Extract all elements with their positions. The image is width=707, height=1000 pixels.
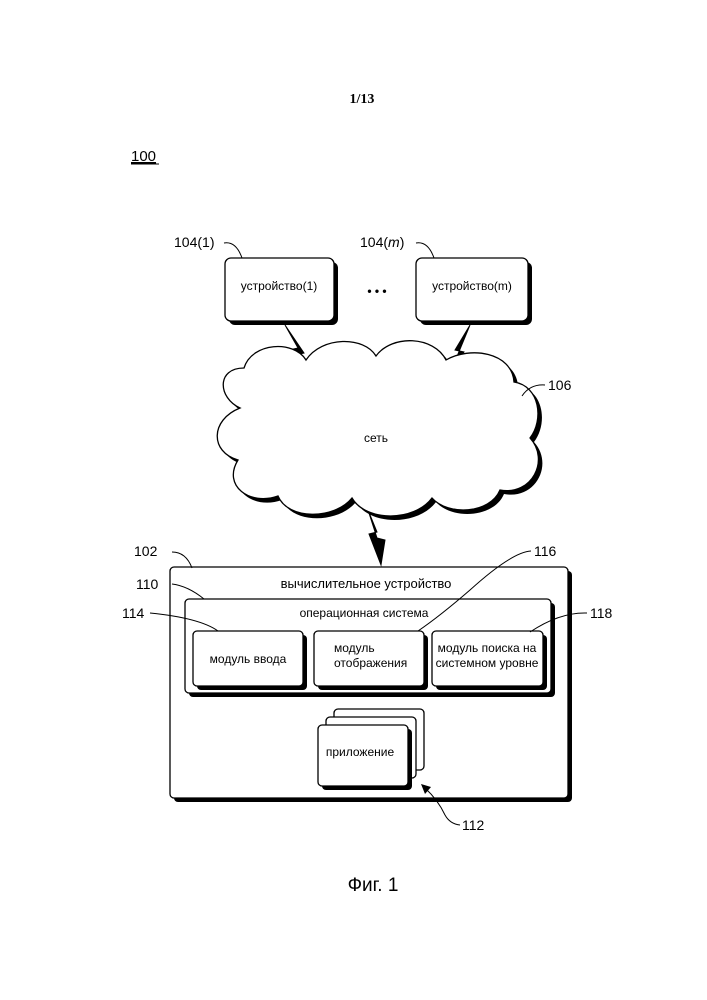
device-m-leader — [416, 243, 434, 258]
display-module-ref: 116 — [534, 543, 557, 559]
network-cloud: сеть — [217, 341, 542, 520]
input-module-ref: 114 — [122, 605, 145, 621]
display-module-label-line1: модуль — [334, 641, 375, 655]
device-1-ref: 104(1) — [174, 234, 215, 250]
input-module-box: модуль ввода — [193, 631, 307, 690]
display-module-label-line2: отображения — [334, 656, 407, 670]
page-number: 1/13 — [350, 92, 375, 107]
figure-reference: 100 — [131, 148, 156, 165]
application-label: приложение — [326, 745, 395, 759]
search-module-ref: 118 — [590, 605, 613, 621]
computing-device-label: вычислительное устройство — [281, 576, 452, 591]
network-ref: 106 — [548, 377, 572, 393]
device-1-node: устройство(1) — [225, 258, 338, 325]
display-module-box: модуль отображения — [314, 631, 428, 690]
search-module-box: модуль поиска на системном уровне — [432, 631, 547, 690]
operating-system-label: операционная система — [300, 606, 429, 620]
device-m-label: устройство(m) — [432, 279, 512, 293]
device-ellipsis: • • • — [367, 284, 386, 298]
search-module-label-line2: системном уровне — [436, 656, 539, 670]
search-module-label-line1: модуль поиска на — [438, 641, 537, 655]
figure-caption: Фиг. 1 — [348, 875, 399, 896]
application-stack: приложение — [318, 709, 424, 790]
input-module-label: модуль ввода — [210, 652, 287, 666]
device-1-label: устройство(1) — [241, 279, 318, 293]
computing-device-ref: 102 — [134, 543, 158, 559]
device-m-ref: 104(m) — [360, 234, 404, 250]
application-ref: 112 — [462, 817, 485, 833]
computing-device-leader — [172, 552, 192, 568]
device-m-node: устройство(m) — [416, 258, 532, 325]
operating-system-ref: 110 — [136, 576, 159, 592]
network-label: сеть — [364, 431, 388, 445]
device-1-leader — [224, 243, 242, 258]
